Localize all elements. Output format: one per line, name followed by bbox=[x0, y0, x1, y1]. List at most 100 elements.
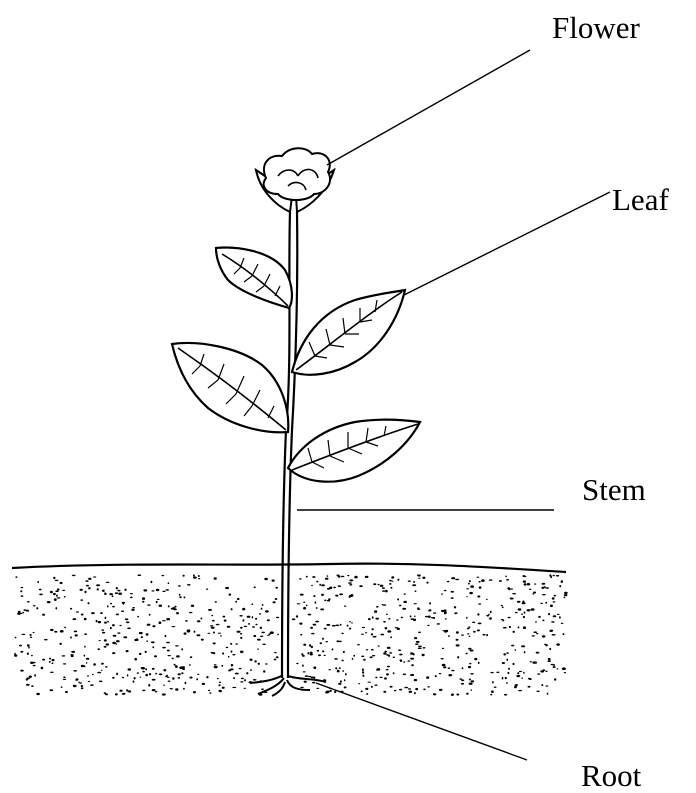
soil-speckle bbox=[112, 652, 115, 654]
soil-speckle bbox=[183, 575, 185, 577]
soil-speckle bbox=[88, 578, 91, 580]
soil-speckle bbox=[80, 599, 83, 601]
soil-speckle bbox=[338, 585, 341, 587]
soil-speckle bbox=[152, 689, 156, 691]
soil-speckle bbox=[208, 690, 210, 691]
soil-speckle bbox=[131, 609, 134, 611]
soil-speckle bbox=[541, 684, 543, 686]
soil-speckle bbox=[301, 653, 303, 655]
soil-speckle bbox=[477, 613, 479, 615]
soil-speckle bbox=[401, 617, 403, 619]
soil-speckle bbox=[411, 664, 413, 666]
soil-speckle bbox=[219, 690, 222, 692]
soil-speckle bbox=[542, 594, 546, 595]
soil-speckle bbox=[371, 649, 374, 651]
soil-speckle bbox=[27, 644, 30, 646]
soil-speckle bbox=[383, 652, 386, 654]
soil-speckle bbox=[93, 576, 96, 577]
soil-speckle bbox=[506, 652, 509, 654]
soil-speckle bbox=[478, 603, 481, 604]
soil-speckle bbox=[26, 684, 30, 686]
flower-label: Flower bbox=[552, 12, 640, 43]
soil-speckle bbox=[415, 590, 417, 592]
soil-speckle bbox=[523, 626, 526, 629]
soil-speckle bbox=[166, 642, 170, 644]
soil-speckle bbox=[102, 590, 105, 592]
soil-speckle bbox=[116, 614, 119, 616]
soil-speckle bbox=[470, 585, 474, 588]
soil-speckle bbox=[42, 659, 45, 661]
soil-speckle bbox=[523, 672, 525, 674]
flower bbox=[256, 148, 334, 212]
soil-speckle bbox=[471, 680, 474, 682]
soil-speckle bbox=[29, 634, 32, 636]
soil-speckle bbox=[104, 692, 107, 694]
soil-speckle bbox=[240, 651, 244, 654]
soil-speckle bbox=[176, 612, 179, 614]
soil-speckle bbox=[247, 616, 251, 618]
soil-speckle bbox=[508, 588, 511, 590]
soil-speckle bbox=[179, 596, 181, 598]
soil-speckle bbox=[110, 603, 112, 605]
soil-speckle bbox=[28, 647, 30, 649]
soil-speckle bbox=[116, 673, 118, 676]
soil-speckle bbox=[27, 601, 30, 603]
soil-speckle bbox=[255, 624, 257, 626]
soil-speckle bbox=[112, 606, 115, 608]
soil-speckle bbox=[303, 644, 306, 646]
soil-speckle bbox=[163, 669, 166, 671]
soil-speckle bbox=[277, 634, 279, 636]
leaves bbox=[172, 248, 420, 482]
soil-speckle bbox=[506, 659, 508, 661]
soil-speckle bbox=[467, 628, 470, 630]
soil-speckle bbox=[176, 655, 180, 657]
soil-speckle bbox=[542, 620, 544, 622]
soil-speckle bbox=[60, 630, 64, 633]
soil-speckle bbox=[113, 635, 117, 637]
soil-speckle bbox=[84, 591, 86, 594]
soil-speckle bbox=[515, 684, 518, 687]
soil-speckle bbox=[183, 688, 185, 690]
soil-speckle bbox=[139, 653, 142, 655]
leaf-leader-line bbox=[404, 192, 610, 295]
soil-speckle bbox=[73, 618, 77, 620]
soil-speckle bbox=[73, 670, 77, 672]
soil-speckle bbox=[501, 605, 503, 607]
leaf-upper-left bbox=[216, 248, 292, 308]
soil-speckle bbox=[20, 590, 22, 592]
soil-speckle bbox=[368, 618, 371, 620]
soil-speckle bbox=[468, 626, 470, 628]
soil-speckle bbox=[117, 632, 120, 633]
soil-speckle bbox=[467, 633, 469, 634]
soil-speckle bbox=[349, 628, 351, 630]
soil-speckle bbox=[362, 675, 364, 677]
soil-speckle bbox=[352, 658, 354, 660]
leaf-upper-right bbox=[292, 290, 405, 375]
soil-speckle bbox=[222, 652, 224, 654]
soil-speckle bbox=[327, 575, 329, 577]
soil-speckle bbox=[564, 594, 568, 596]
soil-speckle bbox=[85, 580, 88, 582]
soil-speckle bbox=[165, 635, 167, 637]
soil-speckle bbox=[109, 593, 113, 595]
soil-speckle bbox=[214, 664, 217, 665]
soil-speckle bbox=[50, 672, 54, 673]
soil-speckle bbox=[198, 575, 200, 577]
soil-speckle bbox=[116, 587, 118, 590]
soil-speckle bbox=[334, 658, 338, 660]
soil-speckle bbox=[390, 686, 393, 688]
soil-speckle bbox=[508, 617, 511, 619]
soil-speckle bbox=[386, 673, 389, 675]
soil-speckle bbox=[514, 649, 516, 650]
soil-speckle bbox=[341, 576, 345, 577]
soil-speckle bbox=[410, 658, 414, 660]
soil-speckle bbox=[270, 631, 274, 634]
soil-speckle bbox=[373, 636, 377, 638]
soil-speckle bbox=[461, 635, 464, 636]
soil-speckle bbox=[471, 689, 473, 690]
soil-speckle bbox=[335, 667, 337, 669]
soil-speckle bbox=[479, 586, 482, 588]
soil-speckle bbox=[550, 630, 554, 632]
soil-speckle bbox=[265, 610, 269, 612]
soil-speckle bbox=[56, 595, 58, 597]
